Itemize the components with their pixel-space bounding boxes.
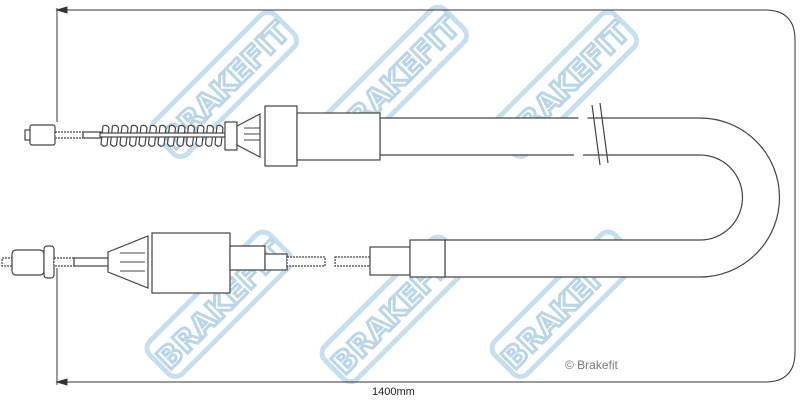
dimension-line: [55, 6, 796, 386]
upper-cable-end: [24, 105, 381, 167]
lower-cable-end: [1, 232, 446, 294]
copyright-text: © Brakefit: [565, 358, 618, 372]
cable-conduit: [379, 102, 781, 278]
dimension-label: 1400mm: [372, 386, 415, 398]
